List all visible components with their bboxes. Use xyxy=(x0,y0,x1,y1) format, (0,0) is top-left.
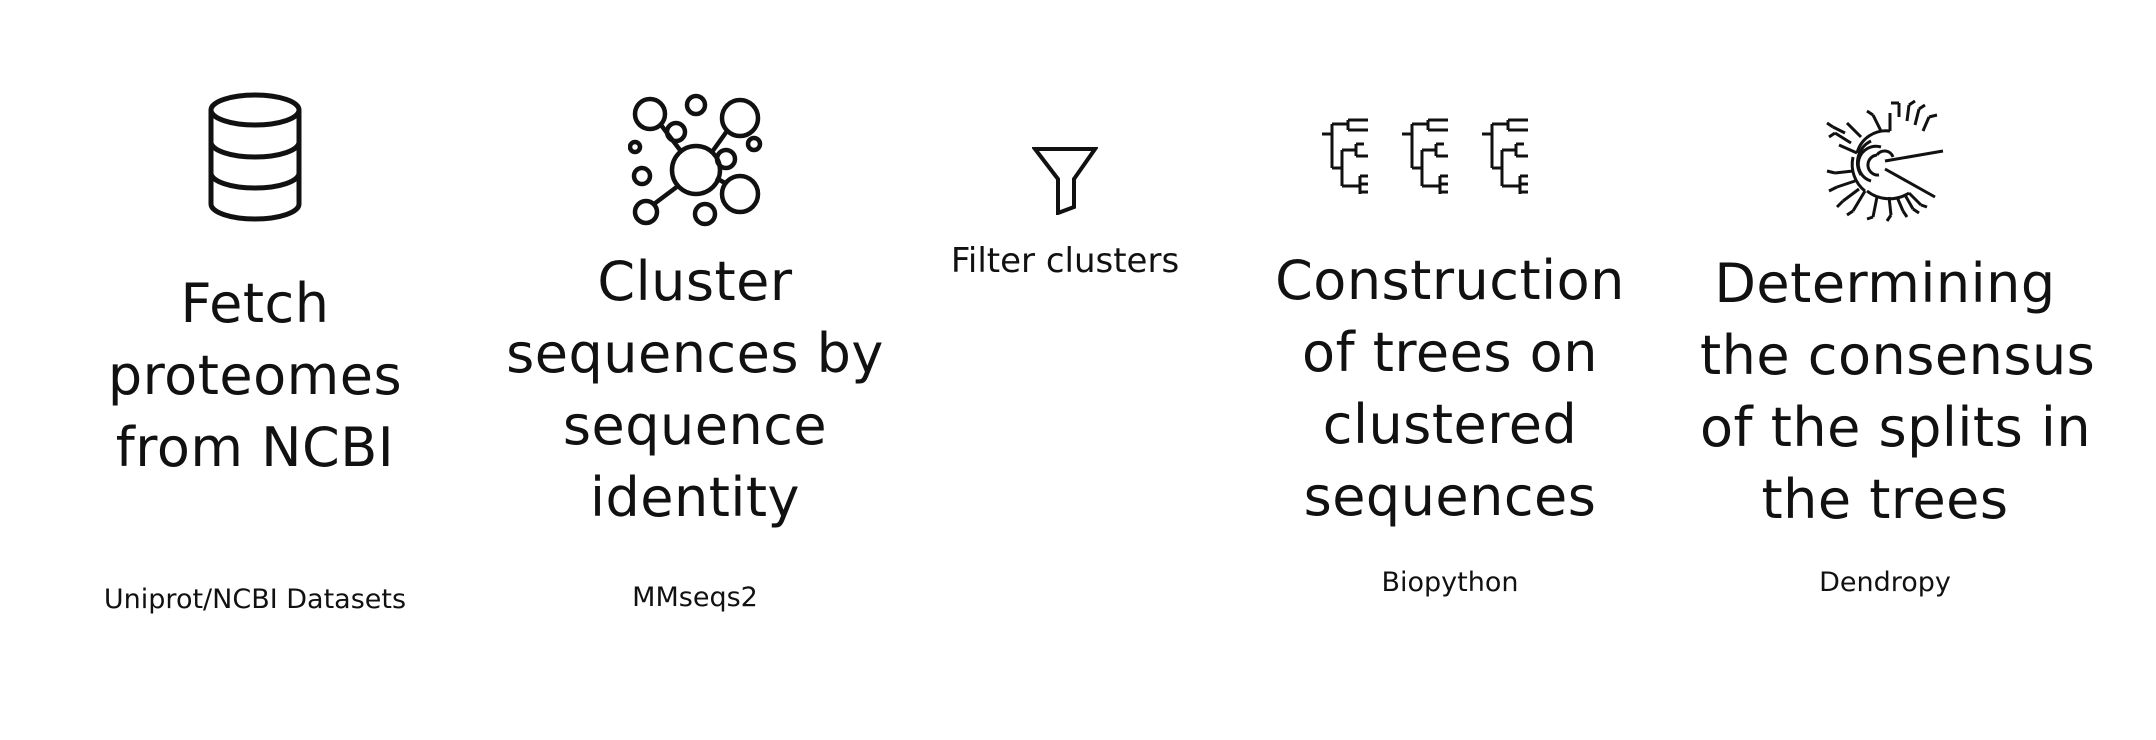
step-title: Construction of trees on clustered seque… xyxy=(1275,249,1625,528)
step-title: Filter clusters xyxy=(950,241,1180,281)
circular-tree-icon xyxy=(1820,96,1950,226)
step-title: Fetch proteomes from NCBI xyxy=(107,272,403,479)
network-cluster-icon xyxy=(628,92,764,228)
database-icon xyxy=(205,92,305,222)
tool-label: Dendropy xyxy=(1819,567,1951,598)
step-title: Determining the consensus of the splits … xyxy=(1700,252,2096,531)
funnel-icon xyxy=(1032,145,1098,215)
tool-label: MMseqs2 xyxy=(632,582,758,613)
step-title: Cluster sequences by sequence identity xyxy=(506,250,884,529)
trees-icon xyxy=(1320,118,1560,194)
tool-label: Uniprot/NCBI Datasets xyxy=(103,584,407,615)
tool-label: Biopython xyxy=(1381,567,1519,598)
